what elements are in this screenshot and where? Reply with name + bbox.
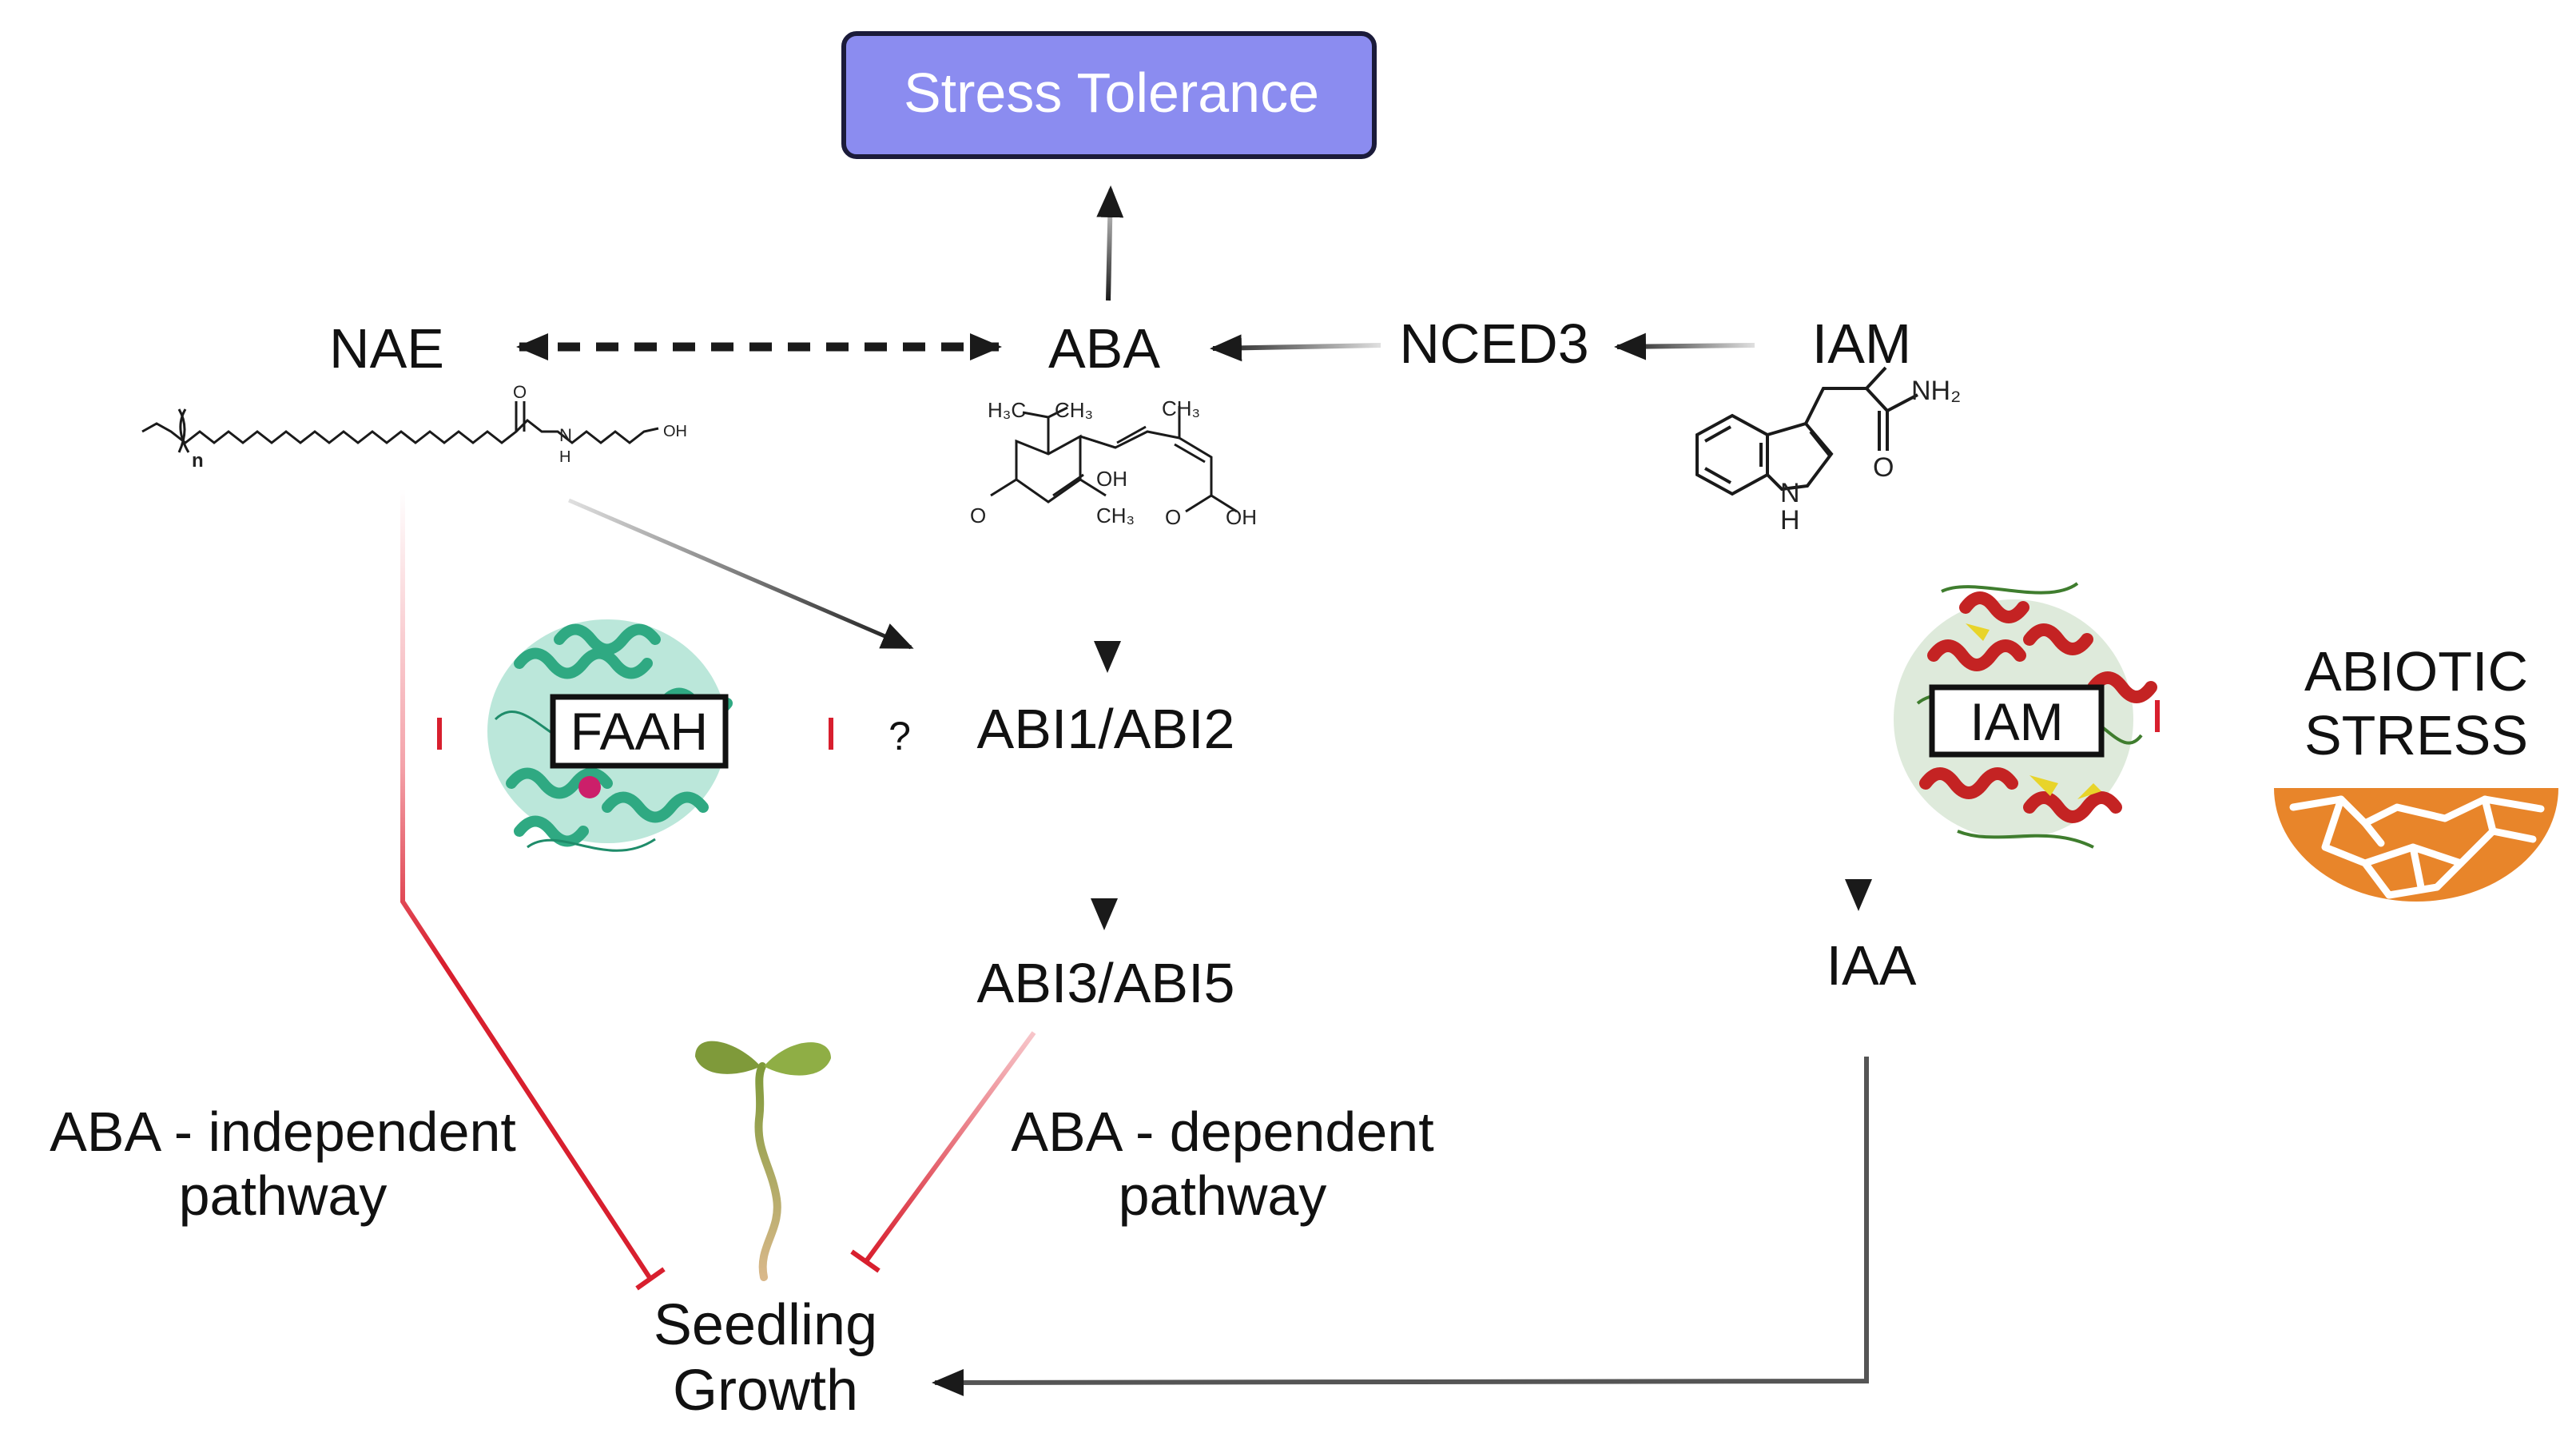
nae-n-atom: N [559,425,572,445]
aba-ch3-top: CH₃ [1055,398,1093,422]
nae-o-atom: O [513,382,527,402]
aba-structure [990,406,1238,513]
iam-h: H [1780,505,1800,535]
aba-ch3-right: CH₃ [1162,396,1200,420]
nae-to-seedling-inhibition [400,489,653,1280]
aba-independent-label-line1: ABA - independent [50,1101,516,1163]
iaa-label: IAA [1827,934,1917,997]
nced3-to-aba-arrow [1210,334,1381,362]
nae-structure [141,401,659,453]
abi3-abi5-label: ABI3/ABI5 [977,952,1235,1014]
seedling-growth-label-line1: Seedling [654,1293,877,1357]
unknown-mediator-label: ? [888,714,911,758]
aba-label: ABA [1048,317,1160,380]
iam-to-nced3-arrow [1614,332,1755,360]
iam-enzyme-box [1929,684,2105,758]
stress-tolerance-box [841,31,1377,159]
nae-to-seedling-inhibition-bar [635,1267,666,1291]
aba-dependent-label-line1: ABA - dependent [1011,1101,1433,1163]
nae-n-subscript: n [192,450,204,472]
aba-ch3-bottom: CH₃ [1096,504,1135,527]
abi35-to-seedling-inhibition-bar [850,1249,881,1273]
iam-nh2: NH₂ [1911,376,1961,406]
iam-o: O [1873,452,1894,483]
stress-tolerance-label: Stress Tolerance [904,62,1319,124]
abiotic-stress-label-line2: STRESS [2304,704,2528,766]
abi1-abi2-label: ABI1/ABI2 [977,698,1235,760]
nae-h-atom: H [559,448,570,466]
nae-oh-atom: OH [663,423,687,440]
abiotic-stress-label-line1: ABIOTIC [2304,640,2528,703]
iaa-to-seedling-arrow [932,1057,1869,1396]
aba-h3c: H₃C [988,398,1026,422]
seedling-growth-label-line2: Growth [673,1359,858,1423]
nae-label: NAE [329,317,444,380]
abi35-to-seedling-inhibition [864,1031,1036,1263]
cracked-soil-icon [2274,788,2558,902]
iam-structure [1695,366,1918,496]
aba-oh: OH [1096,467,1127,491]
faah-label: FAAH [570,702,708,761]
aba-o-acid: O [1165,505,1181,529]
iam-n: N [1780,478,1800,508]
iam-compound-label: IAM [1812,312,1911,375]
seedling-icon [695,1041,831,1281]
aba-oh-acid: OH [1226,505,1257,529]
nae-to-unknown-arrow [568,498,914,650]
aba-dependent-label-line2: pathway [1119,1164,1327,1227]
aba-to-stress-arrow [1096,185,1124,301]
nced3-label: NCED3 [1399,312,1588,375]
aba-o-left: O [970,504,986,527]
faah-box [550,694,729,769]
stress-tolerance-node: Stress Tolerance [841,31,1377,159]
iam-enzyme-label: IAM [1970,692,2063,751]
aba-independent-label-line2: pathway [179,1164,388,1227]
